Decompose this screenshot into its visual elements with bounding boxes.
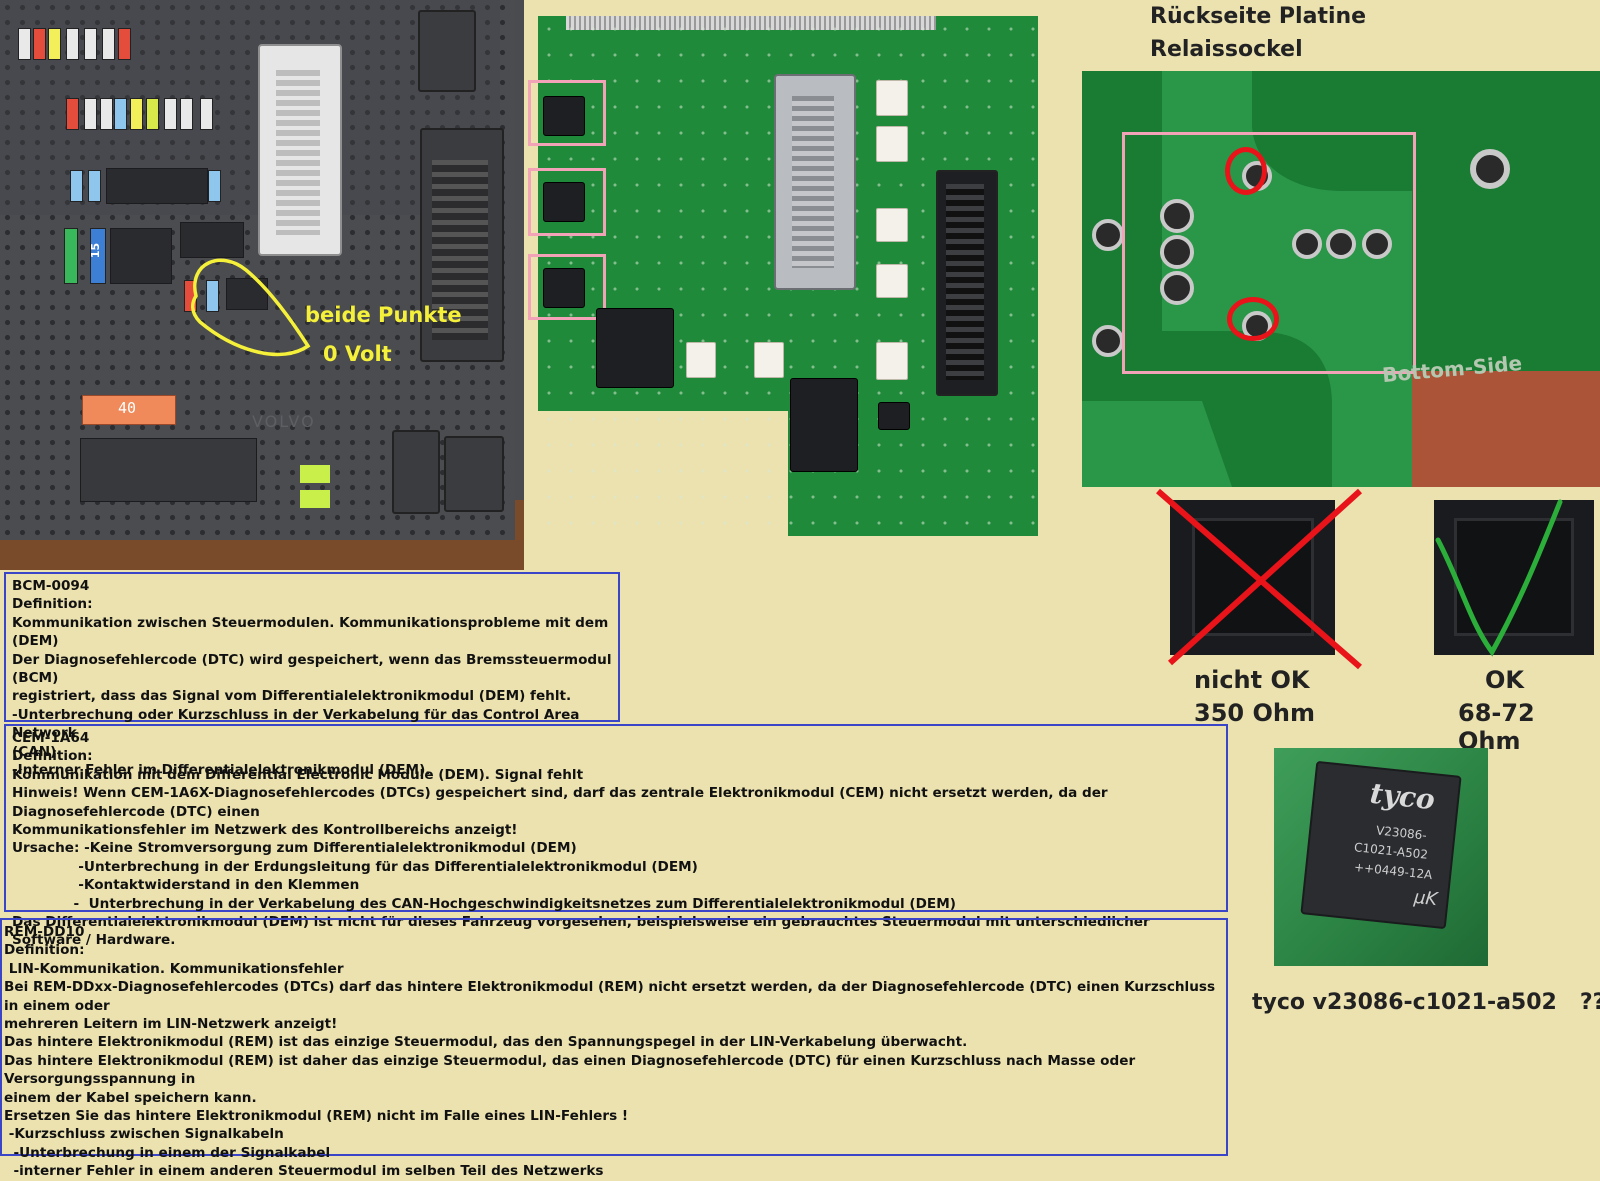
dtc-text-line: Definition: [12, 596, 93, 613]
dtc-text-line: registriert, dass das Signal vom Differe… [12, 688, 572, 705]
highlight-relay-socket [1122, 132, 1416, 374]
good-relay-label: OK [1485, 666, 1524, 694]
dtc-text-line: Hinweis! Wenn CEM-1A6X-Diagnosefehlercod… [12, 785, 1113, 820]
highlight-relay-2 [528, 168, 606, 236]
annotation-loop [191, 258, 311, 357]
green-check-mark [1435, 499, 1563, 657]
tyco-caption: tyco v23086-c1021-a502 ??? [1252, 990, 1600, 1015]
dtc-text-line: einem der Kabel speichern kann. [4, 1089, 257, 1106]
dtc-code: BCM-0094 [12, 578, 90, 594]
backside-title-line1: Rückseite Platine [1150, 4, 1367, 29]
dtc-text-line: -Unterbrechung in einem der Signalkabel [4, 1144, 331, 1161]
dtc-code: CEM-1A64 [12, 730, 90, 746]
dtc-text-line: -Unterbrechung oder Kurzschluss in der V… [12, 706, 585, 742]
backside-title-line2: Relaissockel [1150, 37, 1303, 62]
red-circle-bottom [1227, 297, 1279, 341]
maxi-fuse [82, 395, 176, 425]
dtc-text-line: mehreren Leitern im LIN-Netzwerk anzeigt… [4, 1016, 338, 1033]
highlight-relay-3 [528, 254, 606, 320]
dtc-text-line: Definition: [12, 748, 93, 765]
connector-bottom-right [444, 436, 504, 512]
tyco-relay-photo: tyco V23086- C1021-A502 ++0449-12A µK [1274, 748, 1488, 966]
tyco-logo: tyco [1368, 776, 1437, 817]
dtc-text-line: Kommunikationsfehler im Netzwerk des Kon… [12, 822, 518, 839]
dtc-text-line: Bei REM-DDxx-Diagnosefehlercodes (DTCs) … [4, 979, 1220, 1014]
dtc-text-line: Der Diagnosefehlercode (DTC) wird gespei… [12, 651, 617, 687]
annotation-line1: beide Punkte [305, 303, 462, 327]
fuse-label-40: 40 [118, 399, 137, 417]
dtc-text-line: Definition: [4, 942, 85, 959]
annotation-line2: 0 Volt [323, 342, 392, 366]
dtc-text-line: Kommunikation zwischen Steuermodulen. Ko… [12, 614, 614, 650]
dtc-text-line: Ersetzen Sie das hintere Elektronikmodul… [4, 1108, 629, 1125]
highlight-relay-1 [528, 80, 606, 146]
dtc-text-line: -Kurzschluss zwischen Signalkabeln [4, 1126, 284, 1143]
red-circle-top [1225, 147, 1267, 195]
dtc-text-line: - Unterbrechung in der Verkabelung des C… [12, 895, 956, 912]
dtc-text-line: Ursache: -Keine Stromversorgung zum Diff… [12, 840, 577, 857]
large-relay-2 [790, 378, 858, 472]
connector-bottom-left [392, 430, 440, 514]
bad-relay-value: 350 Ohm [1194, 699, 1315, 727]
dtc-text-line: Kommunikation mit dem Differential Elect… [12, 766, 584, 783]
dtc-text-line: Das hintere Elektronikmodul (REM) ist da… [4, 1034, 968, 1051]
fusebox-photo: 15 40 VOLVO beide Punkte 0 Volt [0, 0, 524, 570]
dtc-text-line: (CAN) [12, 743, 57, 760]
pcb-photo [528, 16, 1038, 536]
large-relay-1 [596, 308, 674, 388]
dtc-text-line: -interner Fehler in einem anderen Steuer… [4, 1163, 604, 1180]
dtc-text-line: -Interner Fehler im Differentialelektron… [12, 762, 431, 779]
bad-relay-label: nicht OK [1194, 666, 1310, 694]
dtc-code: REM-DD10 [4, 924, 85, 940]
red-x-mark [1156, 488, 1363, 670]
dtc-text-line: Das hintere Elektronikmodul (REM) ist da… [4, 1052, 1140, 1088]
tyco-mark: µK [1412, 886, 1439, 911]
dtc-text-line: LIN-Kommunikation. Kommunikationsfehler [4, 960, 344, 977]
backside-photo: Bottom-Side [1082, 71, 1600, 487]
connector-top [418, 10, 476, 92]
dtc-text-line: -Kontaktwiderstand in den Klemmen [12, 877, 360, 894]
dtc-text-line: -Unterbrechung in der Erdungsleitung für… [12, 858, 698, 875]
good-relay-value: 68-72 Ohm [1458, 699, 1535, 755]
